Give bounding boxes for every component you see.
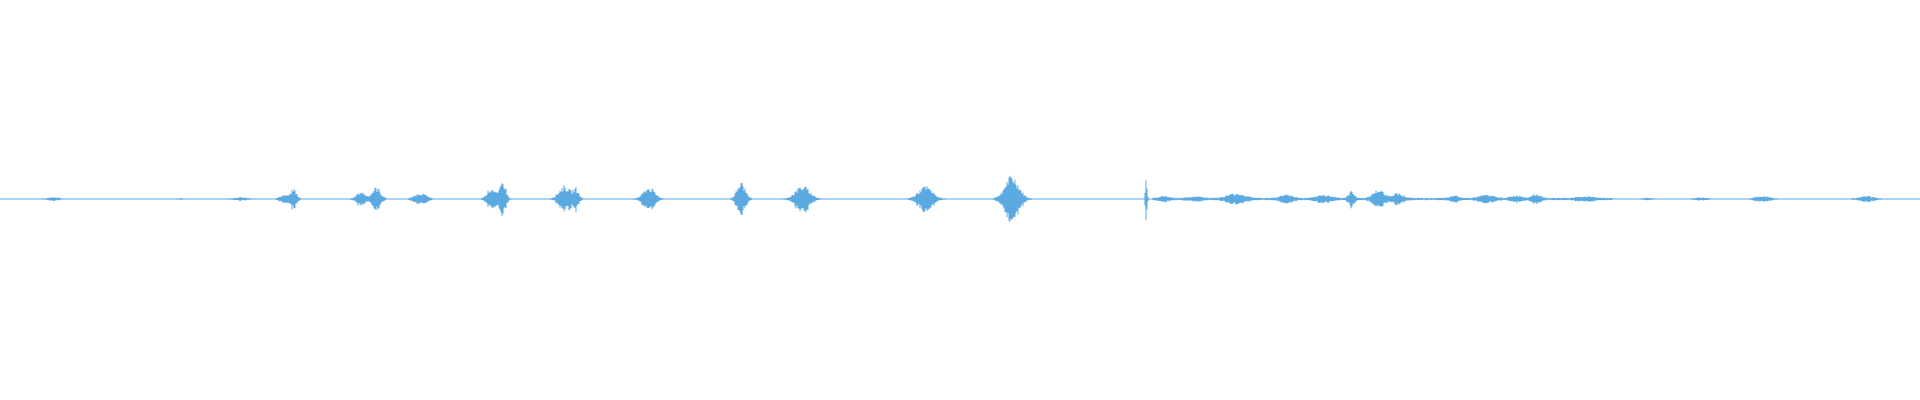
waveform-trace <box>0 175 1920 222</box>
